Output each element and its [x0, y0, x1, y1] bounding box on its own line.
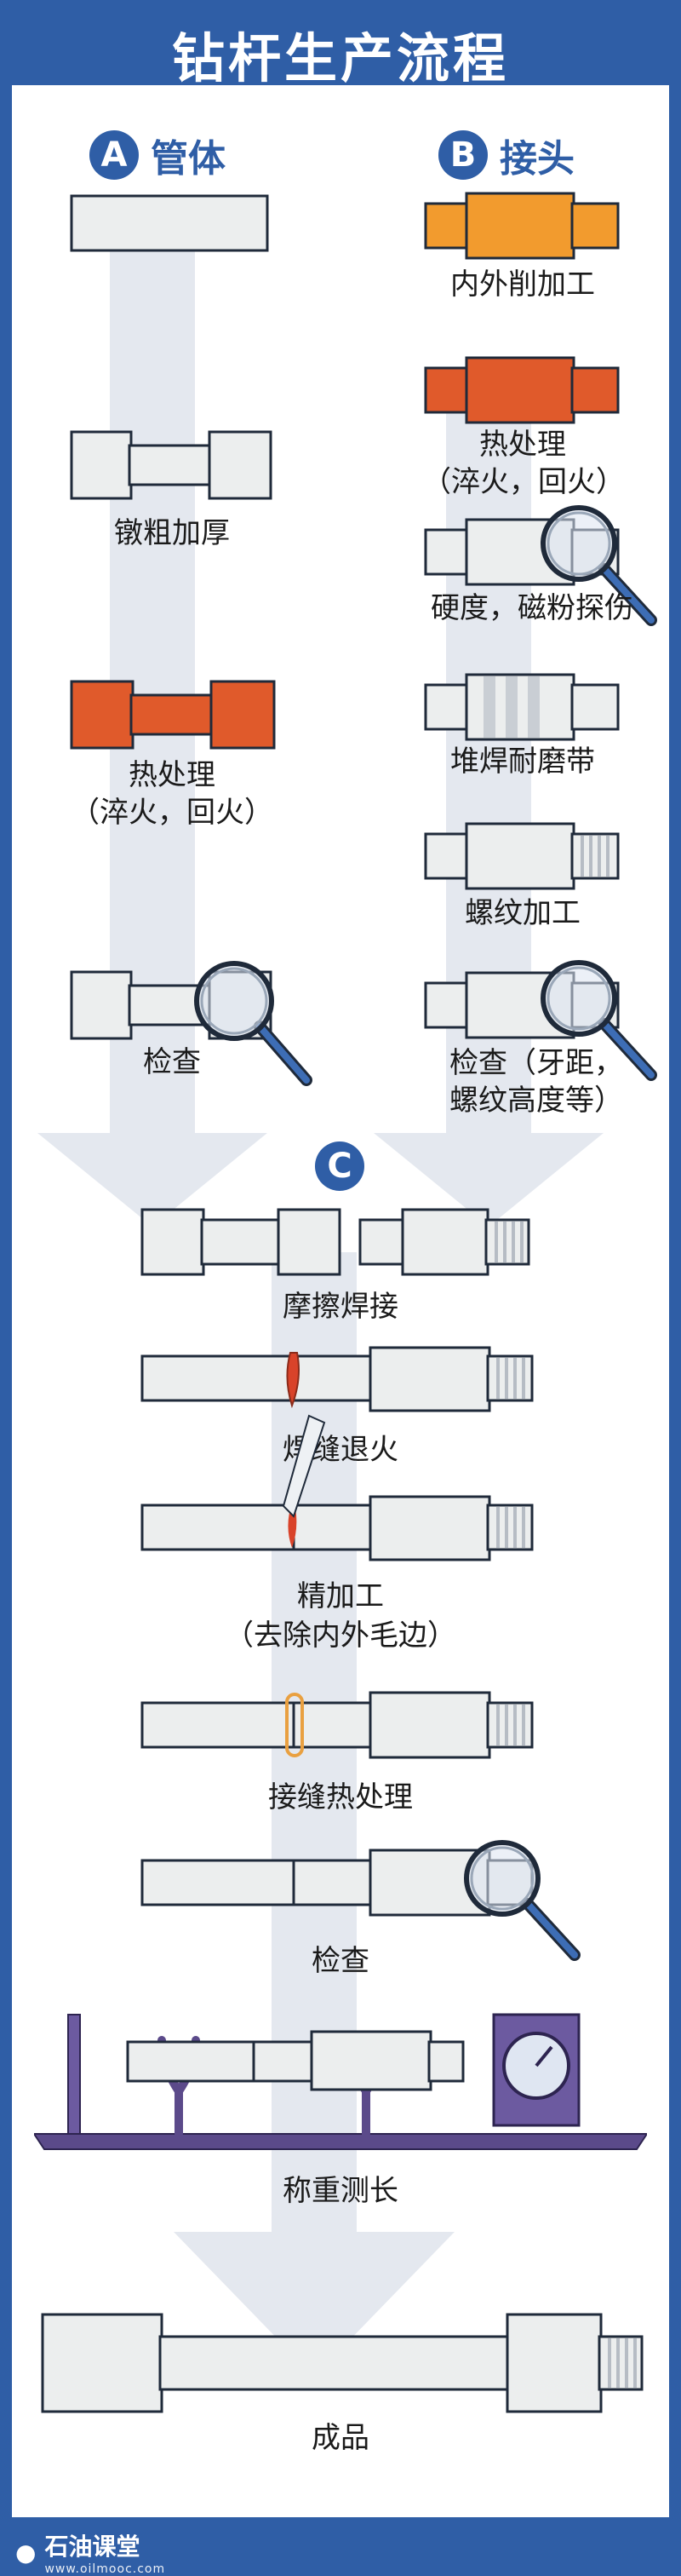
pipe-c-finish [140, 1495, 534, 1561]
section-b-label: 接头 [500, 137, 575, 181]
section-c-badge: C [315, 1141, 364, 1191]
step-c-finish-sub: （去除内外毛边） [225, 1619, 456, 1653]
step-b-inspect-label: 检查（牙距， [449, 1046, 623, 1080]
pipe-c-anneal [140, 1346, 534, 1412]
pipe-c-seamheat [140, 1691, 534, 1759]
step-a-heat-sub: （淬火，回火） [71, 796, 273, 830]
footer: ● 石油课堂 www.oilmooc.com [15, 2528, 165, 2576]
step-b-inspect-sub: 螺纹高度等） [449, 1084, 623, 1118]
flow-arrows [37, 247, 604, 2377]
section-b-header: B 接头 [438, 128, 575, 182]
section-a-badge: A [89, 130, 139, 180]
pipe-b-hardband [424, 673, 620, 741]
pipe-b-heat [424, 356, 620, 424]
blade-icon [282, 1414, 326, 1518]
page-title: 钻杆生产流程 [171, 27, 509, 89]
step-a-heat-label: 热处理 [129, 758, 215, 792]
step-a-inspect-label: 检查 [143, 1045, 201, 1079]
step-c-anneal-label: 焊缝退火 [283, 1433, 398, 1467]
step-c-finish-label: 精加工 [297, 1579, 384, 1613]
step-b-hardness-label: 硬度，磁粉探伤 [431, 591, 633, 625]
footer-url: www.oilmooc.com [44, 2562, 166, 2576]
wechat-icon: ● [15, 2538, 37, 2567]
pipe-b-machined [424, 192, 620, 260]
section-c-header: C [315, 1141, 364, 1191]
magnifier-icon [541, 505, 657, 626]
step-c-final-label: 成品 [312, 2421, 369, 2455]
pipe-a-upset [70, 430, 272, 500]
step-b-heat-label: 热处理 [479, 428, 566, 462]
magnifier-icon [194, 961, 312, 1086]
section-b-badge: B [438, 130, 488, 180]
step-b-thread-label: 螺纹加工 [465, 896, 581, 930]
pipe-final-product [41, 2313, 644, 2413]
step-b-machine-label: 内外削加工 [450, 267, 595, 302]
magnifier-icon [541, 960, 657, 1081]
section-a-header: A 管体 [89, 128, 226, 182]
step-b-hardband-label: 堆焊耐磨带 [450, 745, 595, 779]
weighing-station [34, 2013, 647, 2150]
step-c-inspect-label: 检查 [312, 1944, 369, 1978]
pipe-b-thread [424, 822, 620, 890]
step-c-weld-label: 摩擦焊接 [283, 1290, 398, 1324]
pipe-a-heat [70, 680, 276, 750]
step-c-seamheat-label: 接缝热处理 [268, 1780, 413, 1814]
pipe-a-raw [70, 194, 269, 252]
footer-brand: 石油课堂 [44, 2533, 140, 2561]
section-a-label: 管体 [151, 137, 226, 181]
step-b-heat-sub: （淬火，回火） [422, 465, 625, 499]
magnifier-icon [464, 1840, 581, 1961]
step-a-upset-label: 镦粗加厚 [114, 516, 230, 550]
step-c-weigh-label: 称重测长 [283, 2174, 398, 2208]
pipe-c-weld [140, 1208, 530, 1276]
